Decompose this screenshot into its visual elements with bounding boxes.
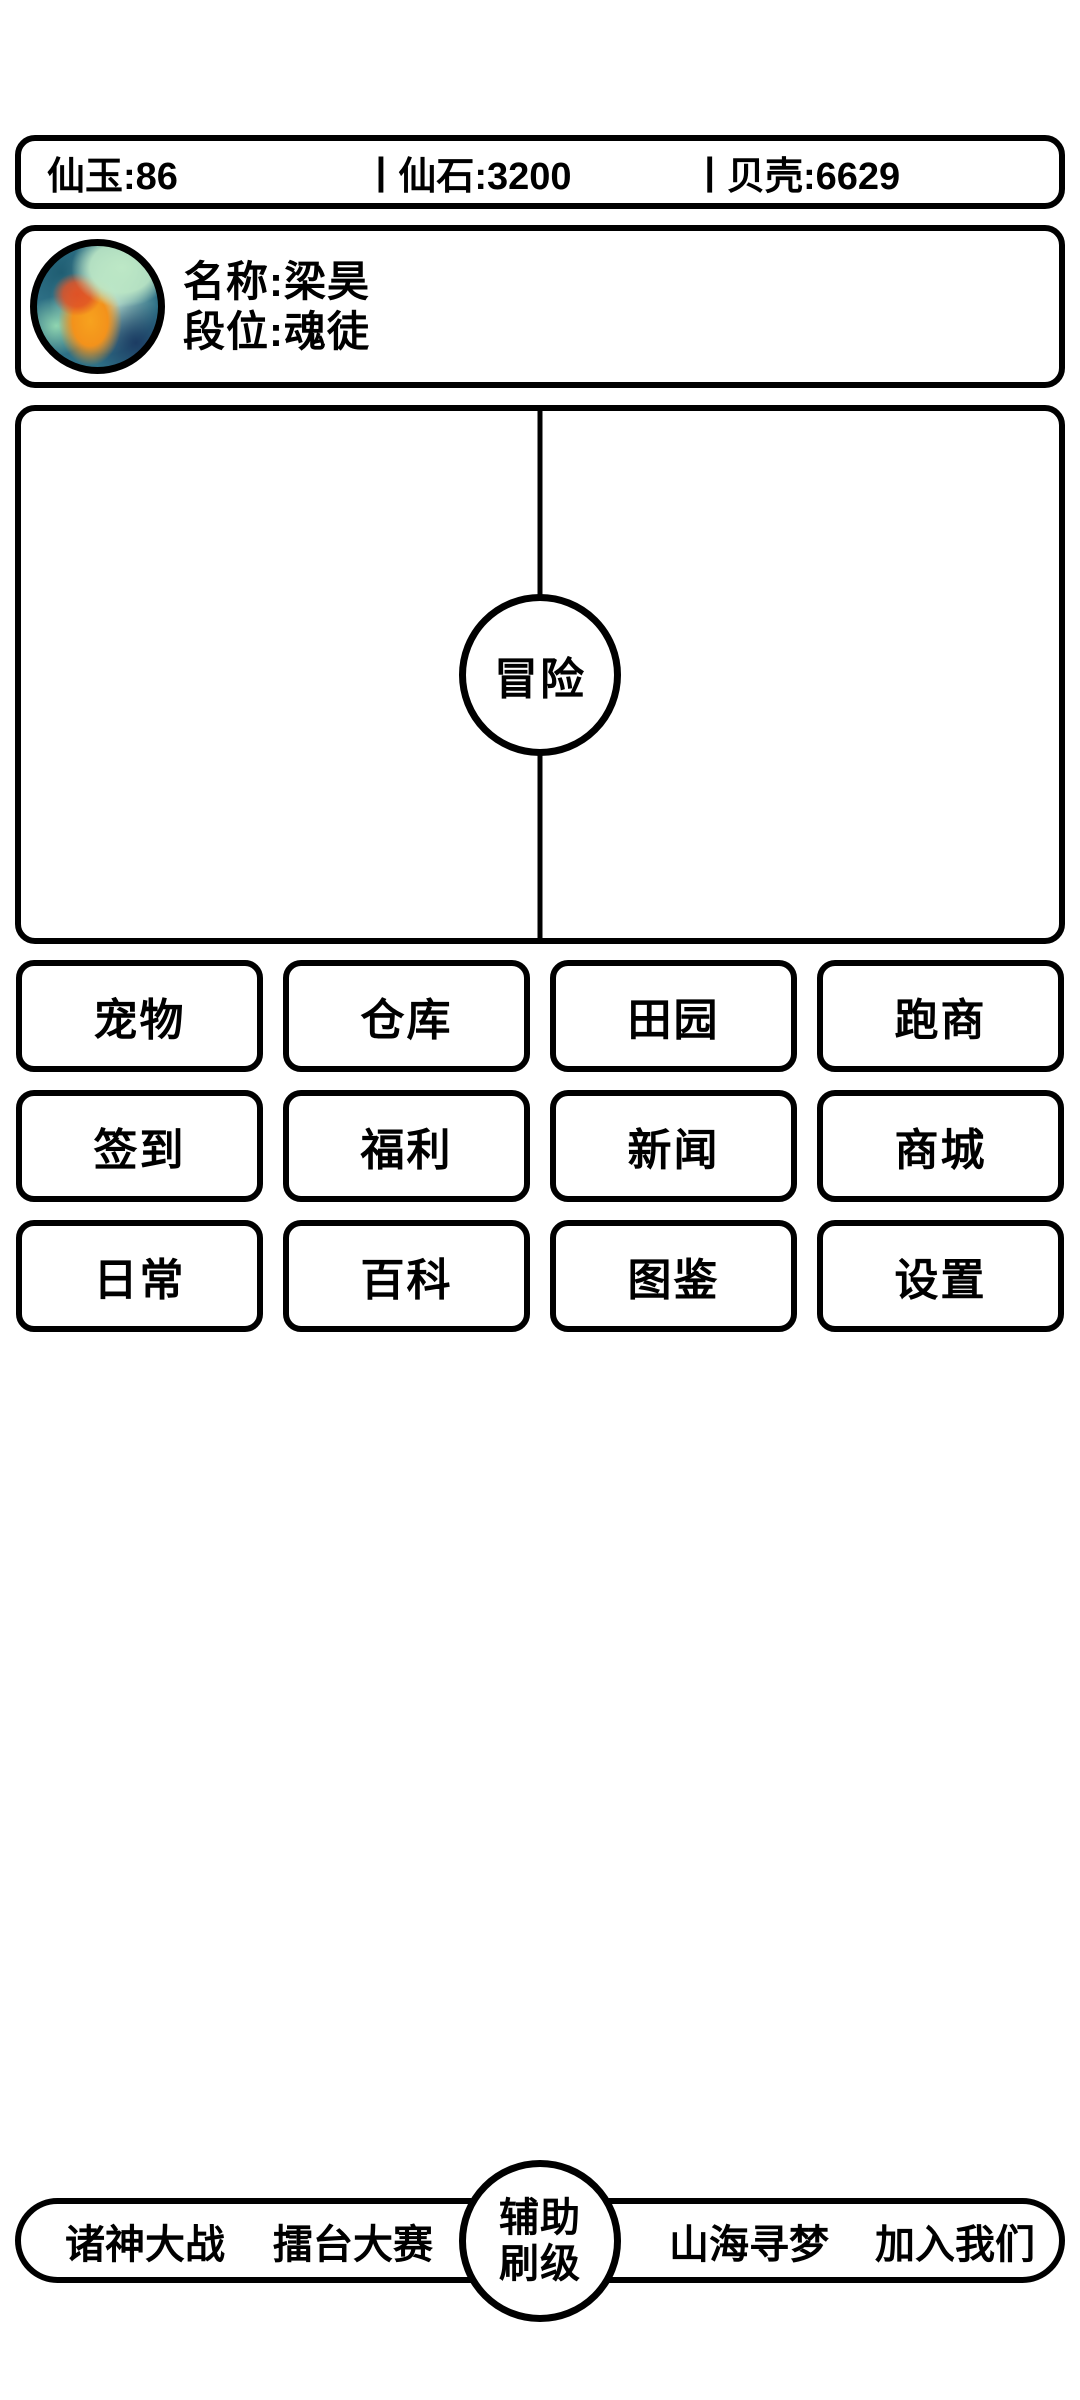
bottom-item-join-us[interactable]: 加入我们 bbox=[875, 2222, 1035, 2267]
assist-leveling-line2: 刷级 bbox=[499, 2241, 581, 2286]
bottom-item-arena-contest[interactable]: 擂台大赛 bbox=[273, 2222, 433, 2267]
menu-button-label: 新闻 bbox=[627, 1126, 720, 1175]
menu-button-settings[interactable]: 设置 bbox=[817, 1220, 1064, 1332]
menu-button-label: 日常 bbox=[93, 1256, 186, 1305]
menu-button-warehouse[interactable]: 仓库 bbox=[283, 960, 530, 1072]
bottom-item-shanhai-dream[interactable]: 山海寻梦 bbox=[669, 2222, 829, 2267]
menu-button-label: 签到 bbox=[93, 1126, 186, 1175]
profile-card[interactable]: 名称:梁昊 段位:魂徒 bbox=[15, 225, 1065, 388]
currency-xianshi-value: 仙石:3200 bbox=[398, 155, 572, 198]
currency-xianyu-value: 仙玉:86 bbox=[47, 155, 178, 198]
menu-button-daily[interactable]: 日常 bbox=[16, 1220, 263, 1332]
menu-button-pet[interactable]: 宠物 bbox=[16, 960, 263, 1072]
menu-button-farm[interactable]: 田园 bbox=[550, 960, 797, 1072]
currency-beike-value: 贝壳:6629 bbox=[726, 155, 901, 198]
adventure-button[interactable]: 冒险 bbox=[459, 593, 621, 756]
currency-separator: | bbox=[375, 150, 387, 193]
menu-button-label: 田园 bbox=[627, 996, 720, 1045]
player-avatar[interactable] bbox=[30, 239, 165, 374]
menu-grid: 宠物 仓库 田园 跑商 签到 福利 新闻 商城 日常 百科 图鉴 设置 bbox=[16, 960, 1064, 1332]
currency-bar: 仙玉:86 | 仙石:3200 | 贝壳:6629 bbox=[15, 135, 1065, 209]
menu-button-label: 商城 bbox=[894, 1126, 987, 1175]
menu-button-label: 宠物 bbox=[93, 996, 186, 1045]
menu-button-mall[interactable]: 商城 bbox=[817, 1090, 1064, 1202]
bottom-item-gods-war[interactable]: 诸神大战 bbox=[65, 2222, 225, 2267]
menu-button-trade-run[interactable]: 跑商 bbox=[817, 960, 1064, 1072]
player-name: 名称:梁昊 bbox=[183, 257, 370, 305]
menu-button-collection[interactable]: 图鉴 bbox=[550, 1220, 797, 1332]
assist-leveling-line1: 辅助 bbox=[499, 2195, 581, 2240]
menu-button-label: 设置 bbox=[894, 1256, 987, 1305]
menu-button-label: 仓库 bbox=[360, 996, 453, 1045]
menu-button-label: 跑商 bbox=[894, 996, 987, 1045]
adventure-button-label: 冒险 bbox=[494, 654, 586, 704]
menu-button-welfare[interactable]: 福利 bbox=[283, 1090, 530, 1202]
currency-xianshi: | 仙石:3200 bbox=[376, 145, 705, 200]
menu-button-label: 图鉴 bbox=[627, 1256, 720, 1305]
menu-button-news[interactable]: 新闻 bbox=[550, 1090, 797, 1202]
bottom-bar: 诸神大战 擂台大赛 山海寻梦 加入我们 辅助 刷级 bbox=[15, 2159, 1065, 2322]
currency-xianyu: 仙玉:86 bbox=[47, 145, 376, 200]
menu-button-label: 百科 bbox=[360, 1256, 453, 1305]
profile-info: 名称:梁昊 段位:魂徒 bbox=[183, 257, 370, 357]
currency-separator: | bbox=[704, 150, 715, 193]
menu-button-encyclopedia[interactable]: 百科 bbox=[283, 1220, 530, 1332]
player-rank: 段位:魂徒 bbox=[183, 307, 370, 355]
adventure-panel: 冒险 bbox=[15, 405, 1065, 944]
menu-button-label: 福利 bbox=[360, 1126, 453, 1175]
bottom-bar-right-group: 山海寻梦 加入我们 bbox=[669, 2212, 1035, 2270]
menu-button-checkin[interactable]: 签到 bbox=[16, 1090, 263, 1202]
assist-leveling-button[interactable]: 辅助 刷级 bbox=[459, 2159, 621, 2322]
bottom-bar-left-group: 诸神大战 擂台大赛 bbox=[65, 2212, 433, 2270]
currency-beike: | 贝壳:6629 bbox=[704, 145, 1033, 200]
